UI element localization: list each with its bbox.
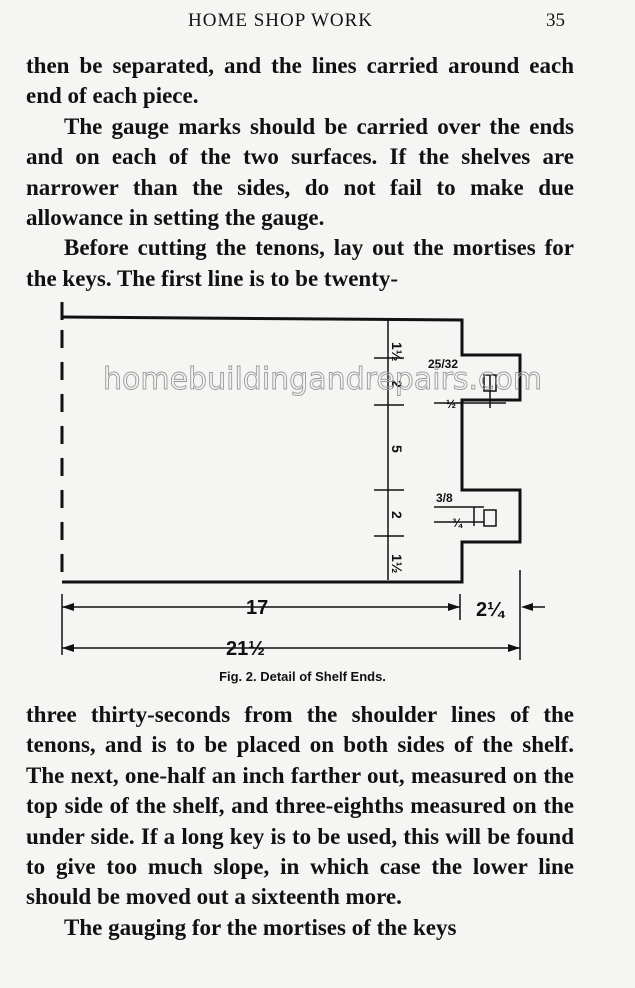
- shelf-outline: [61, 315, 522, 584]
- dimension-label-vertical-3: 2: [389, 511, 405, 519]
- dimension-label-mortise-top-a: 25/32: [428, 357, 458, 371]
- dimension-label-tenon: 2¼: [476, 599, 506, 621]
- paragraph: The gauging for the mortises of the keys: [64, 914, 457, 940]
- shelf-end-diagram: 17 2¼ 21½ 1½ 2 5 2 1½ 25/32 ½ 3/8 ¾ home…: [60, 302, 545, 660]
- mortise-bottom: [483, 509, 497, 527]
- dimension-label-mortise-bottom-b: ¾: [452, 516, 463, 530]
- dimension-label-vertical-2: 2: [389, 380, 405, 388]
- running-head-title: HOME SHOP WORK: [188, 10, 374, 31]
- running-header: HOME SHOP WORK 35: [0, 8, 635, 34]
- paragraph: three thirty-seconds from the shoulder l…: [26, 702, 574, 910]
- figure-caption: Fig. 2. Detail of Shelf Ends.: [219, 669, 386, 684]
- dimension-label-17: 17: [246, 597, 268, 619]
- paragraph: The gauge marks should be carried over t…: [26, 113, 574, 231]
- dimension-label-vertical-1: 1½: [389, 342, 405, 362]
- paragraph: Before cutting the tenons, lay out the m…: [26, 235, 574, 291]
- watermark: homebuildingandrepairs.com: [103, 362, 542, 397]
- paragraph: then be separated, and the lines carried…: [26, 53, 574, 109]
- dimension-label-overall: 21½: [226, 638, 265, 660]
- dimension-label-mortise-top-b: ½: [446, 397, 456, 411]
- body-text-bottom: three thirty-seconds from the shoulder l…: [26, 700, 574, 943]
- dimension-label-vertical-4: 1½: [389, 554, 405, 574]
- dimension-label-mortise-bottom-a: 3/8: [436, 491, 453, 505]
- figure-shelf-ends: 17 2¼ 21½ 1½ 2 5 2 1½ 25/32 ½ 3/8 ¾ home…: [0, 280, 635, 700]
- page-number: 35: [546, 10, 565, 31]
- body-text-top: then be separated, and the lines carried…: [26, 51, 574, 294]
- dimension-label-vertical-5: 5: [389, 445, 405, 453]
